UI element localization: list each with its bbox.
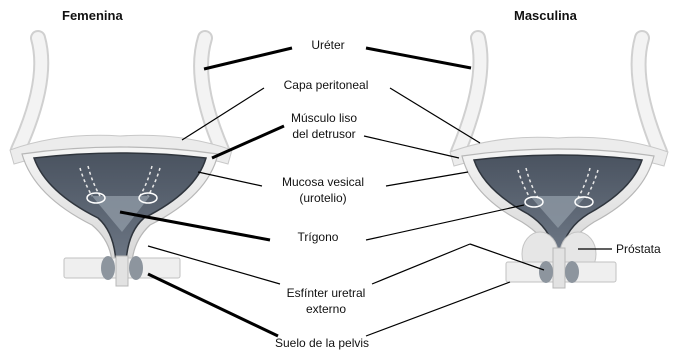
label-detrusor-line1: Músculo liso	[291, 111, 357, 126]
label-mucosa-line2: (urotelio)	[299, 191, 346, 206]
label-sphincter-line2: externo	[306, 302, 346, 317]
leader-trigone-right	[366, 205, 524, 240]
leader-pelvic-left	[148, 274, 278, 336]
label-peritoneal-layer: Capa peritoneal	[284, 78, 369, 93]
leader-detrusor-right	[364, 136, 459, 158]
female-sphincter-left	[101, 256, 115, 280]
female-sphincter-right	[129, 256, 143, 280]
label-mucosa-line1: Mucosa vesical	[282, 175, 364, 190]
male-title: Masculina	[514, 8, 577, 23]
label-pelvic-floor: Suelo de la pelvis	[275, 336, 369, 351]
label-prostate: Próstata	[616, 242, 661, 257]
leader-sphincter-right	[372, 244, 470, 284]
male-urethra	[553, 248, 565, 288]
female-bladder	[10, 38, 232, 286]
leader-ureter-left	[204, 48, 292, 69]
female-title: Femenina	[62, 8, 123, 23]
leader-pelvic-right	[366, 282, 510, 336]
leader-ureter-right	[366, 48, 471, 68]
label-trigone: Trígono	[298, 230, 339, 245]
leader-mucosa-right	[386, 172, 468, 186]
female-urethra	[116, 256, 128, 286]
male-sphincter-left	[539, 261, 553, 283]
label-ureter: Uréter	[311, 38, 344, 53]
male-sphincter-right	[565, 261, 579, 283]
label-sphincter-line1: Esfínter uretral	[287, 286, 366, 301]
label-detrusor-line2: del detrusor	[292, 127, 355, 142]
